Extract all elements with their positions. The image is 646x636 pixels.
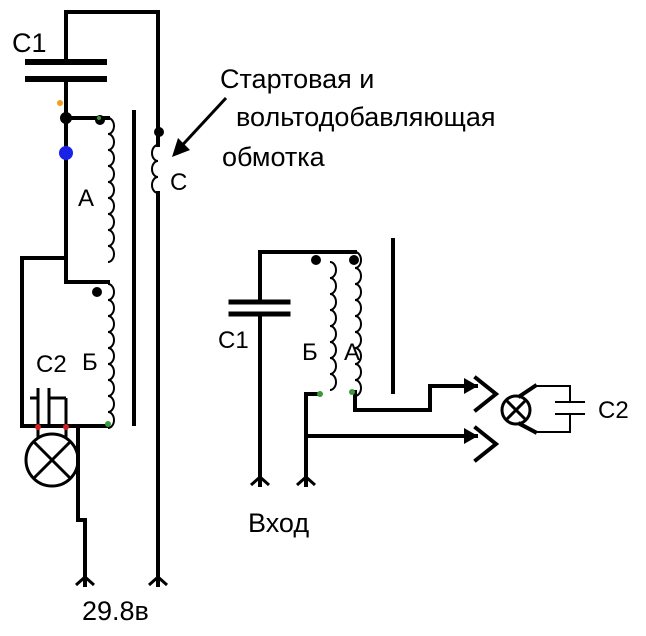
right-coil-a-end-dot-green <box>349 389 355 395</box>
right-c2-wire <box>536 385 571 402</box>
arrow-upper-icon <box>464 378 478 394</box>
coil-c-polarity-dot <box>154 127 164 137</box>
annotation-arrow-shaft <box>174 96 228 154</box>
coil-a-start-dot-green <box>97 116 101 120</box>
lamp-dot-red-left <box>35 424 41 430</box>
right-top-wire <box>258 250 357 304</box>
coil-b-end-dot-green <box>105 421 111 427</box>
annotation-line-3: обмотка <box>222 142 326 172</box>
right-c1-label: C1 <box>218 327 249 354</box>
annotation-line-2: вольтодобавляющая <box>236 102 496 132</box>
right-input-wire <box>304 392 322 487</box>
c1-label-left: C1 <box>12 28 47 58</box>
right-lamp-cross-2 <box>504 398 528 422</box>
input-terminal-left-icon <box>250 474 270 487</box>
annotation-line-1: Стартовая и <box>220 64 374 94</box>
right-coil-b-end-dot-green <box>317 391 323 397</box>
coil-b-label-left: Б <box>82 349 98 376</box>
coil-a-label-left: А <box>78 185 94 212</box>
input-terminal-right-icon <box>296 474 316 487</box>
right-schematic: C1 Б А C2 Вход <box>218 238 629 538</box>
input-label: Вход <box>248 508 309 538</box>
right-lamp-icon <box>500 394 532 426</box>
right-coil-a-polarity-dot <box>349 255 359 265</box>
marker-dot-orange <box>57 100 63 106</box>
right-coil-a-winding <box>354 251 362 397</box>
coil-c-label: C <box>170 169 187 196</box>
right-coil-a-out-wire <box>353 384 478 412</box>
output-wire-left <box>76 424 87 587</box>
right-coil-a-label: А <box>344 339 360 366</box>
lamp-dot-red-right <box>63 424 69 430</box>
c2-label-left: C2 <box>36 351 67 378</box>
coil-b-polarity-dot <box>92 287 102 297</box>
right-c2-wire-lower <box>536 414 571 433</box>
left-schematic: C1 А Б C2 C 29.8в Стартовая и вольтодоба… <box>12 10 496 626</box>
connector-fork-upper-icon <box>473 375 500 413</box>
right-coil-b-label: Б <box>302 339 318 366</box>
coil-a-winding <box>107 117 115 263</box>
terminal-right-icon <box>148 574 168 587</box>
right-c2-label: C2 <box>598 397 629 424</box>
coil-b-winding <box>107 283 115 429</box>
junction-dot-black <box>60 112 72 124</box>
annotation-arrow-icon <box>172 138 190 157</box>
top-loop-wire <box>64 10 160 66</box>
lamp-socket-right-fork-icon <box>517 383 538 435</box>
voltage-label: 29.8в <box>82 596 149 626</box>
right-coil-b-polarity-dot <box>311 255 321 265</box>
coil-c-winding <box>151 144 159 194</box>
right-coil-b-winding <box>329 261 337 391</box>
c1-lower-wire <box>64 80 110 284</box>
connector-fork-lower-icon <box>473 425 500 463</box>
lamp-cross-2 <box>32 440 72 480</box>
junction-dot-blue <box>59 146 73 160</box>
arrow-lower-icon <box>464 428 478 444</box>
terminal-left-icon <box>75 574 95 587</box>
